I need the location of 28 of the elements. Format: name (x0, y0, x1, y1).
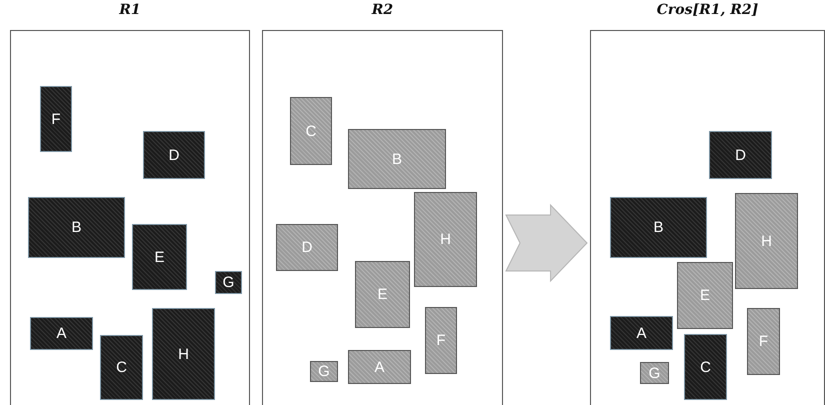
letter-block: G (640, 362, 669, 384)
letter-block: E (677, 262, 733, 329)
letter-block: D (709, 131, 772, 179)
letter-block: C (100, 335, 143, 400)
panel-heading: Cros[R1, R2] (656, 2, 760, 18)
letter-block: H (152, 308, 215, 400)
block-arrow (505, 204, 588, 282)
panel-heading: R1 (118, 2, 142, 18)
letter-block: A (30, 317, 93, 350)
letter-block: E (132, 224, 187, 290)
letter-block: D (276, 224, 338, 271)
panel-heading: R2 (370, 2, 394, 18)
letter-block: G (310, 361, 338, 382)
letter-block: G (215, 271, 242, 294)
letter-block: A (610, 316, 673, 350)
letter-block: D (143, 131, 205, 179)
letter-block: E (355, 261, 410, 328)
letter-block: F (747, 308, 780, 375)
letter-block: C (684, 334, 727, 400)
letter-block: B (28, 197, 125, 258)
letter-block: C (290, 97, 332, 165)
letter-block: B (610, 197, 707, 258)
letter-block: F (40, 86, 72, 152)
letter-block: H (735, 193, 798, 289)
letter-block: A (348, 350, 411, 384)
letter-block: F (425, 307, 457, 374)
letter-block: B (348, 129, 446, 189)
letter-block: H (414, 192, 477, 287)
